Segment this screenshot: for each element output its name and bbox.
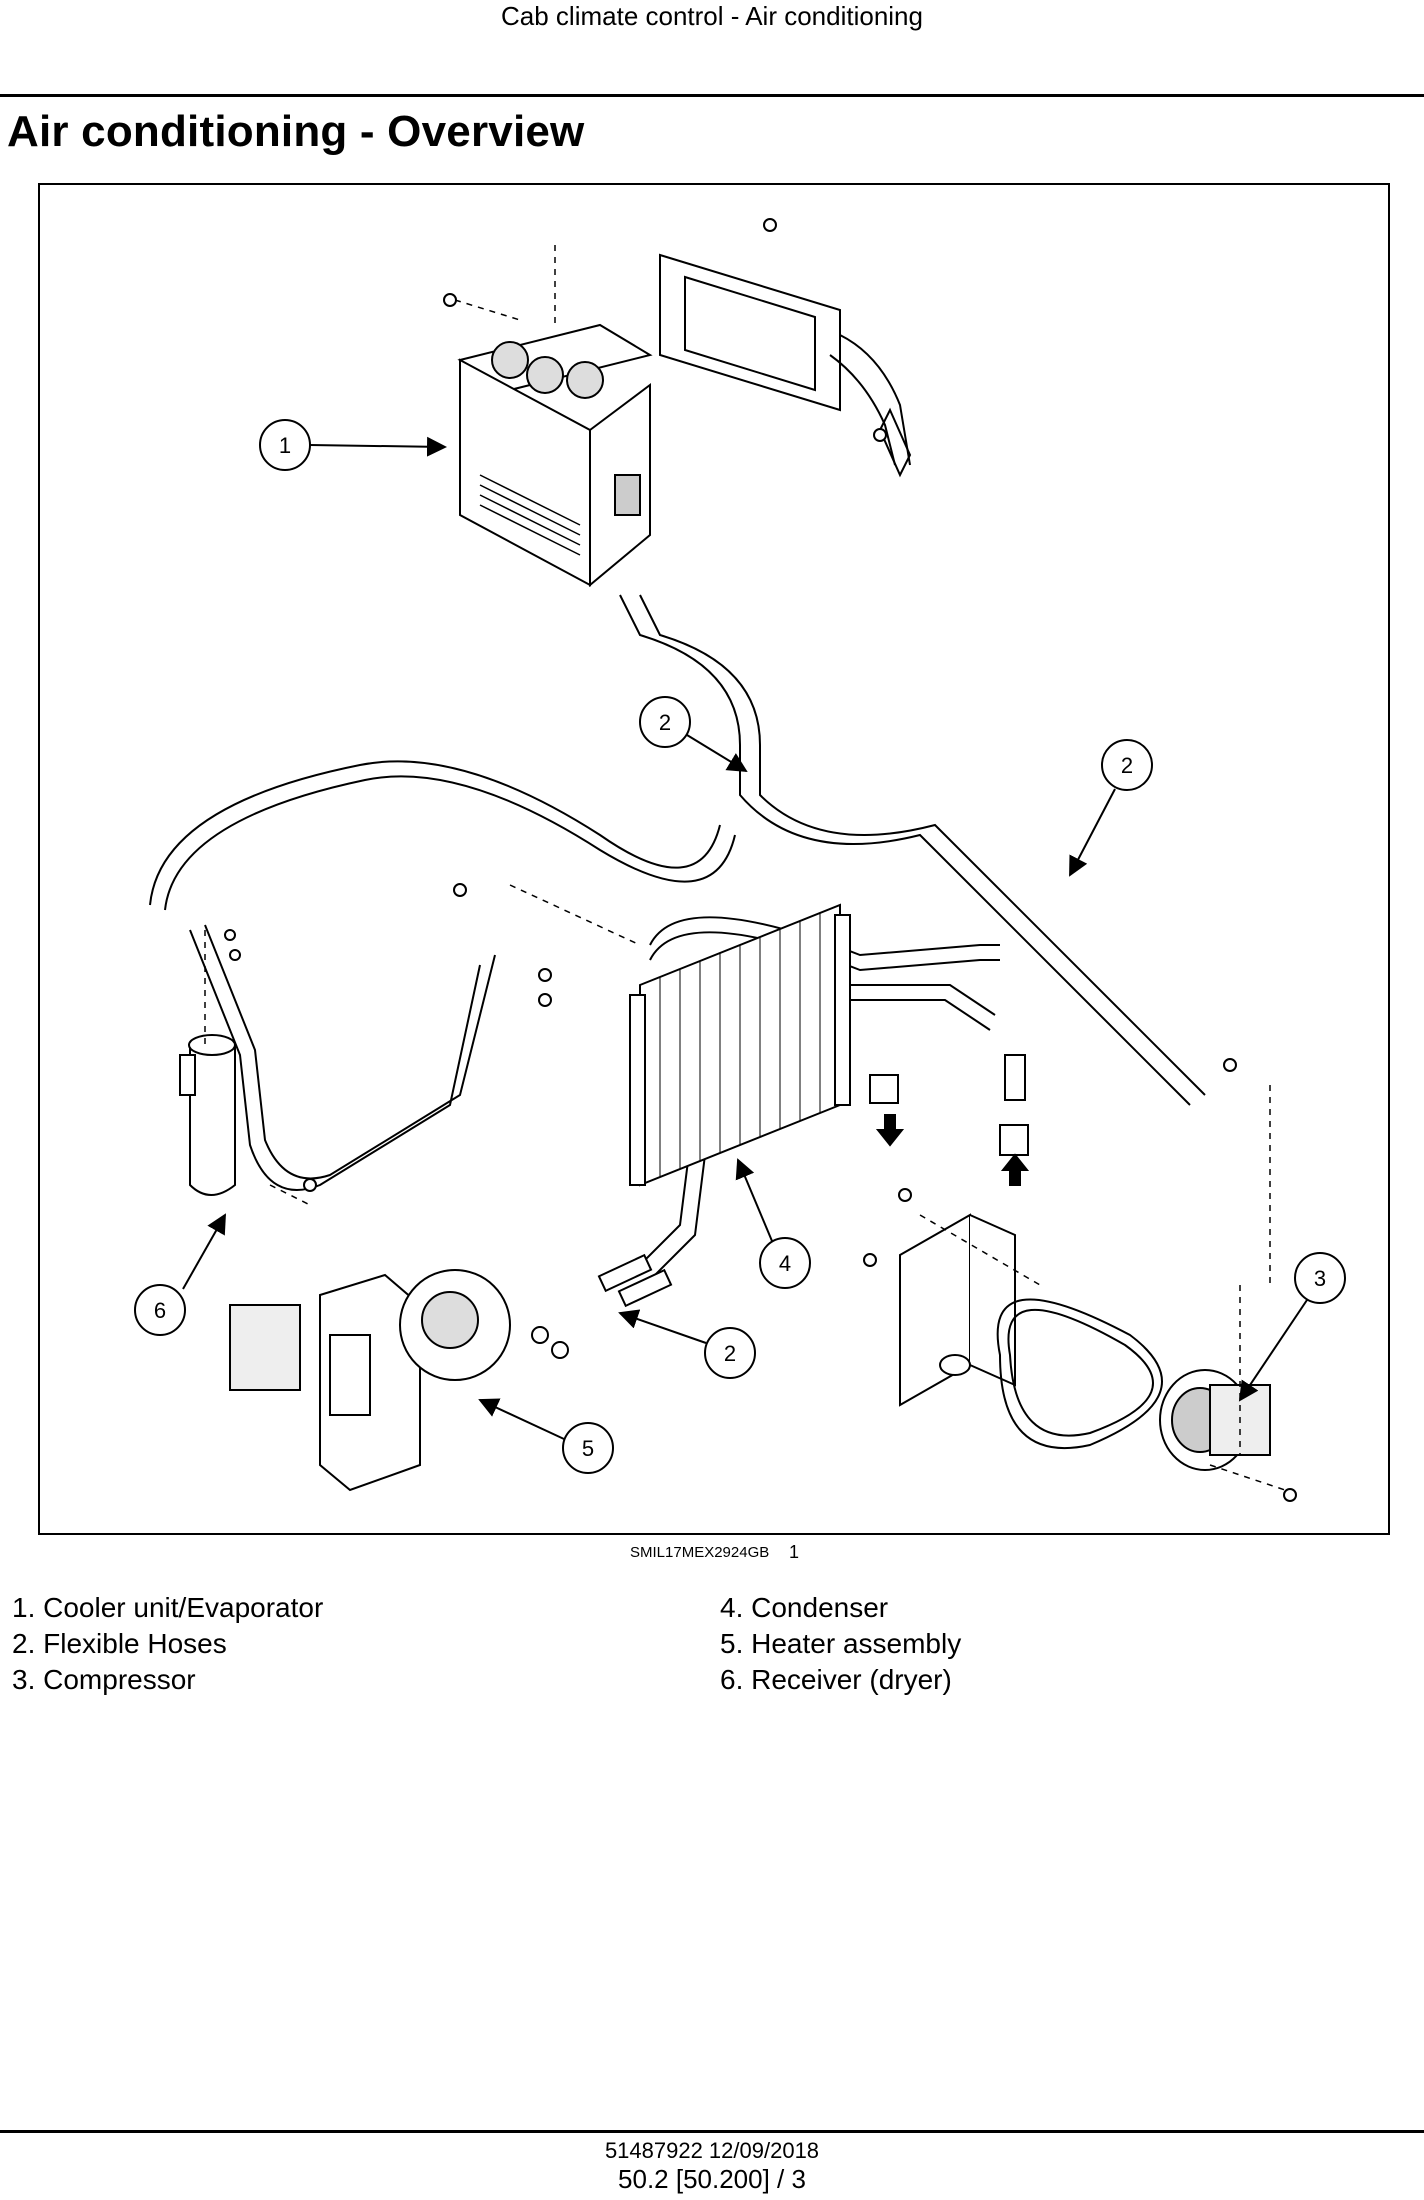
legend-item-cooler-unit: 1. Cooler unit/Evaporator <box>12 1592 324 1623</box>
callout-2b: 2 <box>1101 739 1153 791</box>
callout-1-label: 1 <box>279 433 291 458</box>
ac-system-drawing: 1 2 2 2 3 4 5 6 <box>134 218 1346 1502</box>
compressor-assembly <box>899 1213 1271 1471</box>
heater-assembly <box>229 1269 511 1492</box>
exploded-view-figure: 1 2 2 2 3 4 5 6 <box>38 183 1390 1535</box>
figure-code: SMIL17MEX2924GB <box>630 1544 770 1561</box>
legend-item-condenser: 4. Condenser <box>720 1592 889 1623</box>
mounting-bracket <box>659 253 912 478</box>
document-id: 51487922 12/09/2018 <box>604 2138 820 2163</box>
legend-item-heater-assembly: 5. Heater assembly <box>720 1628 962 1659</box>
legend-item-flexible-hoses: 2. Flexible Hoses <box>12 1628 227 1659</box>
callout-6-label: 6 <box>154 1298 166 1323</box>
legend-item-receiver-dryer: 6. Receiver (dryer) <box>720 1664 952 1695</box>
callout-2a-label: 2 <box>659 710 671 735</box>
header-divider <box>0 94 1424 97</box>
figure-number: 1 <box>789 1542 800 1562</box>
fittings <box>303 218 1297 1502</box>
cooler-unit-evaporator <box>457 323 653 588</box>
callout-2b-label: 2 <box>1121 753 1133 778</box>
receiver-dryer <box>179 929 241 1196</box>
condenser <box>629 903 851 1187</box>
callout-3: 3 <box>1294 1252 1346 1304</box>
callout-2c: 2 <box>704 1327 756 1379</box>
callout-3-label: 3 <box>1314 1266 1326 1291</box>
section-header: Cab climate control - Air conditioning <box>501 1 923 31</box>
legend-column-right: 4. Condenser 5. Heater assembly 6. Recei… <box>720 1590 961 1698</box>
legend-column-left: 1. Cooler unit/Evaporator 2. Flexible Ho… <box>12 1590 323 1698</box>
footer-divider <box>0 2130 1424 2133</box>
callout-5-label: 5 <box>582 1436 594 1461</box>
dashed-leaders <box>204 245 1301 1496</box>
callout-4: 4 <box>759 1237 811 1289</box>
page-reference: 50.2 [50.200] / 3 <box>618 2164 806 2194</box>
page-title: Air conditioning - Overview <box>7 107 585 156</box>
pressure-switches <box>869 1054 1030 1186</box>
callout-2c-label: 2 <box>724 1341 736 1366</box>
callout-4-label: 4 <box>779 1251 791 1276</box>
callout-6: 6 <box>134 1284 186 1336</box>
callout-1: 1 <box>259 419 311 471</box>
callout-arrows <box>182 436 1308 1440</box>
callout-5: 5 <box>562 1422 614 1474</box>
legend-item-compressor: 3. Compressor <box>12 1664 196 1695</box>
callout-2a: 2 <box>639 696 691 748</box>
